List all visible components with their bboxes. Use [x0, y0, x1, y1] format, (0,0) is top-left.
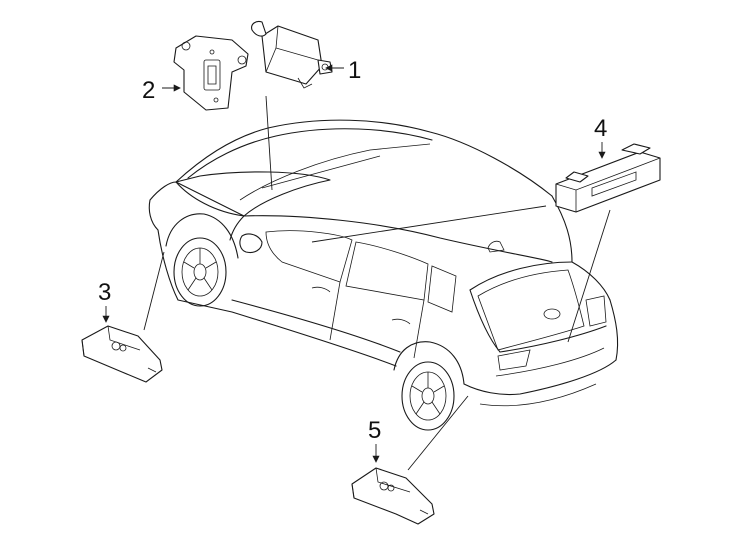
part-3-module — [81, 325, 163, 383]
callout-3: 3 — [98, 279, 111, 306]
callout-2: 2 — [142, 77, 155, 104]
leader-lines — [143, 95, 611, 471]
part-2-module — [173, 35, 249, 111]
callout-labels: 1 2 3 4 5 — [98, 57, 607, 444]
part-1-module — [251, 20, 333, 89]
callout-arrows — [102, 64, 606, 463]
callout-4: 4 — [594, 115, 607, 142]
callout-5: 5 — [368, 417, 381, 444]
vehicle-illustration — [148, 119, 619, 431]
callout-1: 1 — [348, 57, 361, 84]
part-5-module — [351, 467, 435, 525]
part-4-module — [555, 143, 661, 213]
